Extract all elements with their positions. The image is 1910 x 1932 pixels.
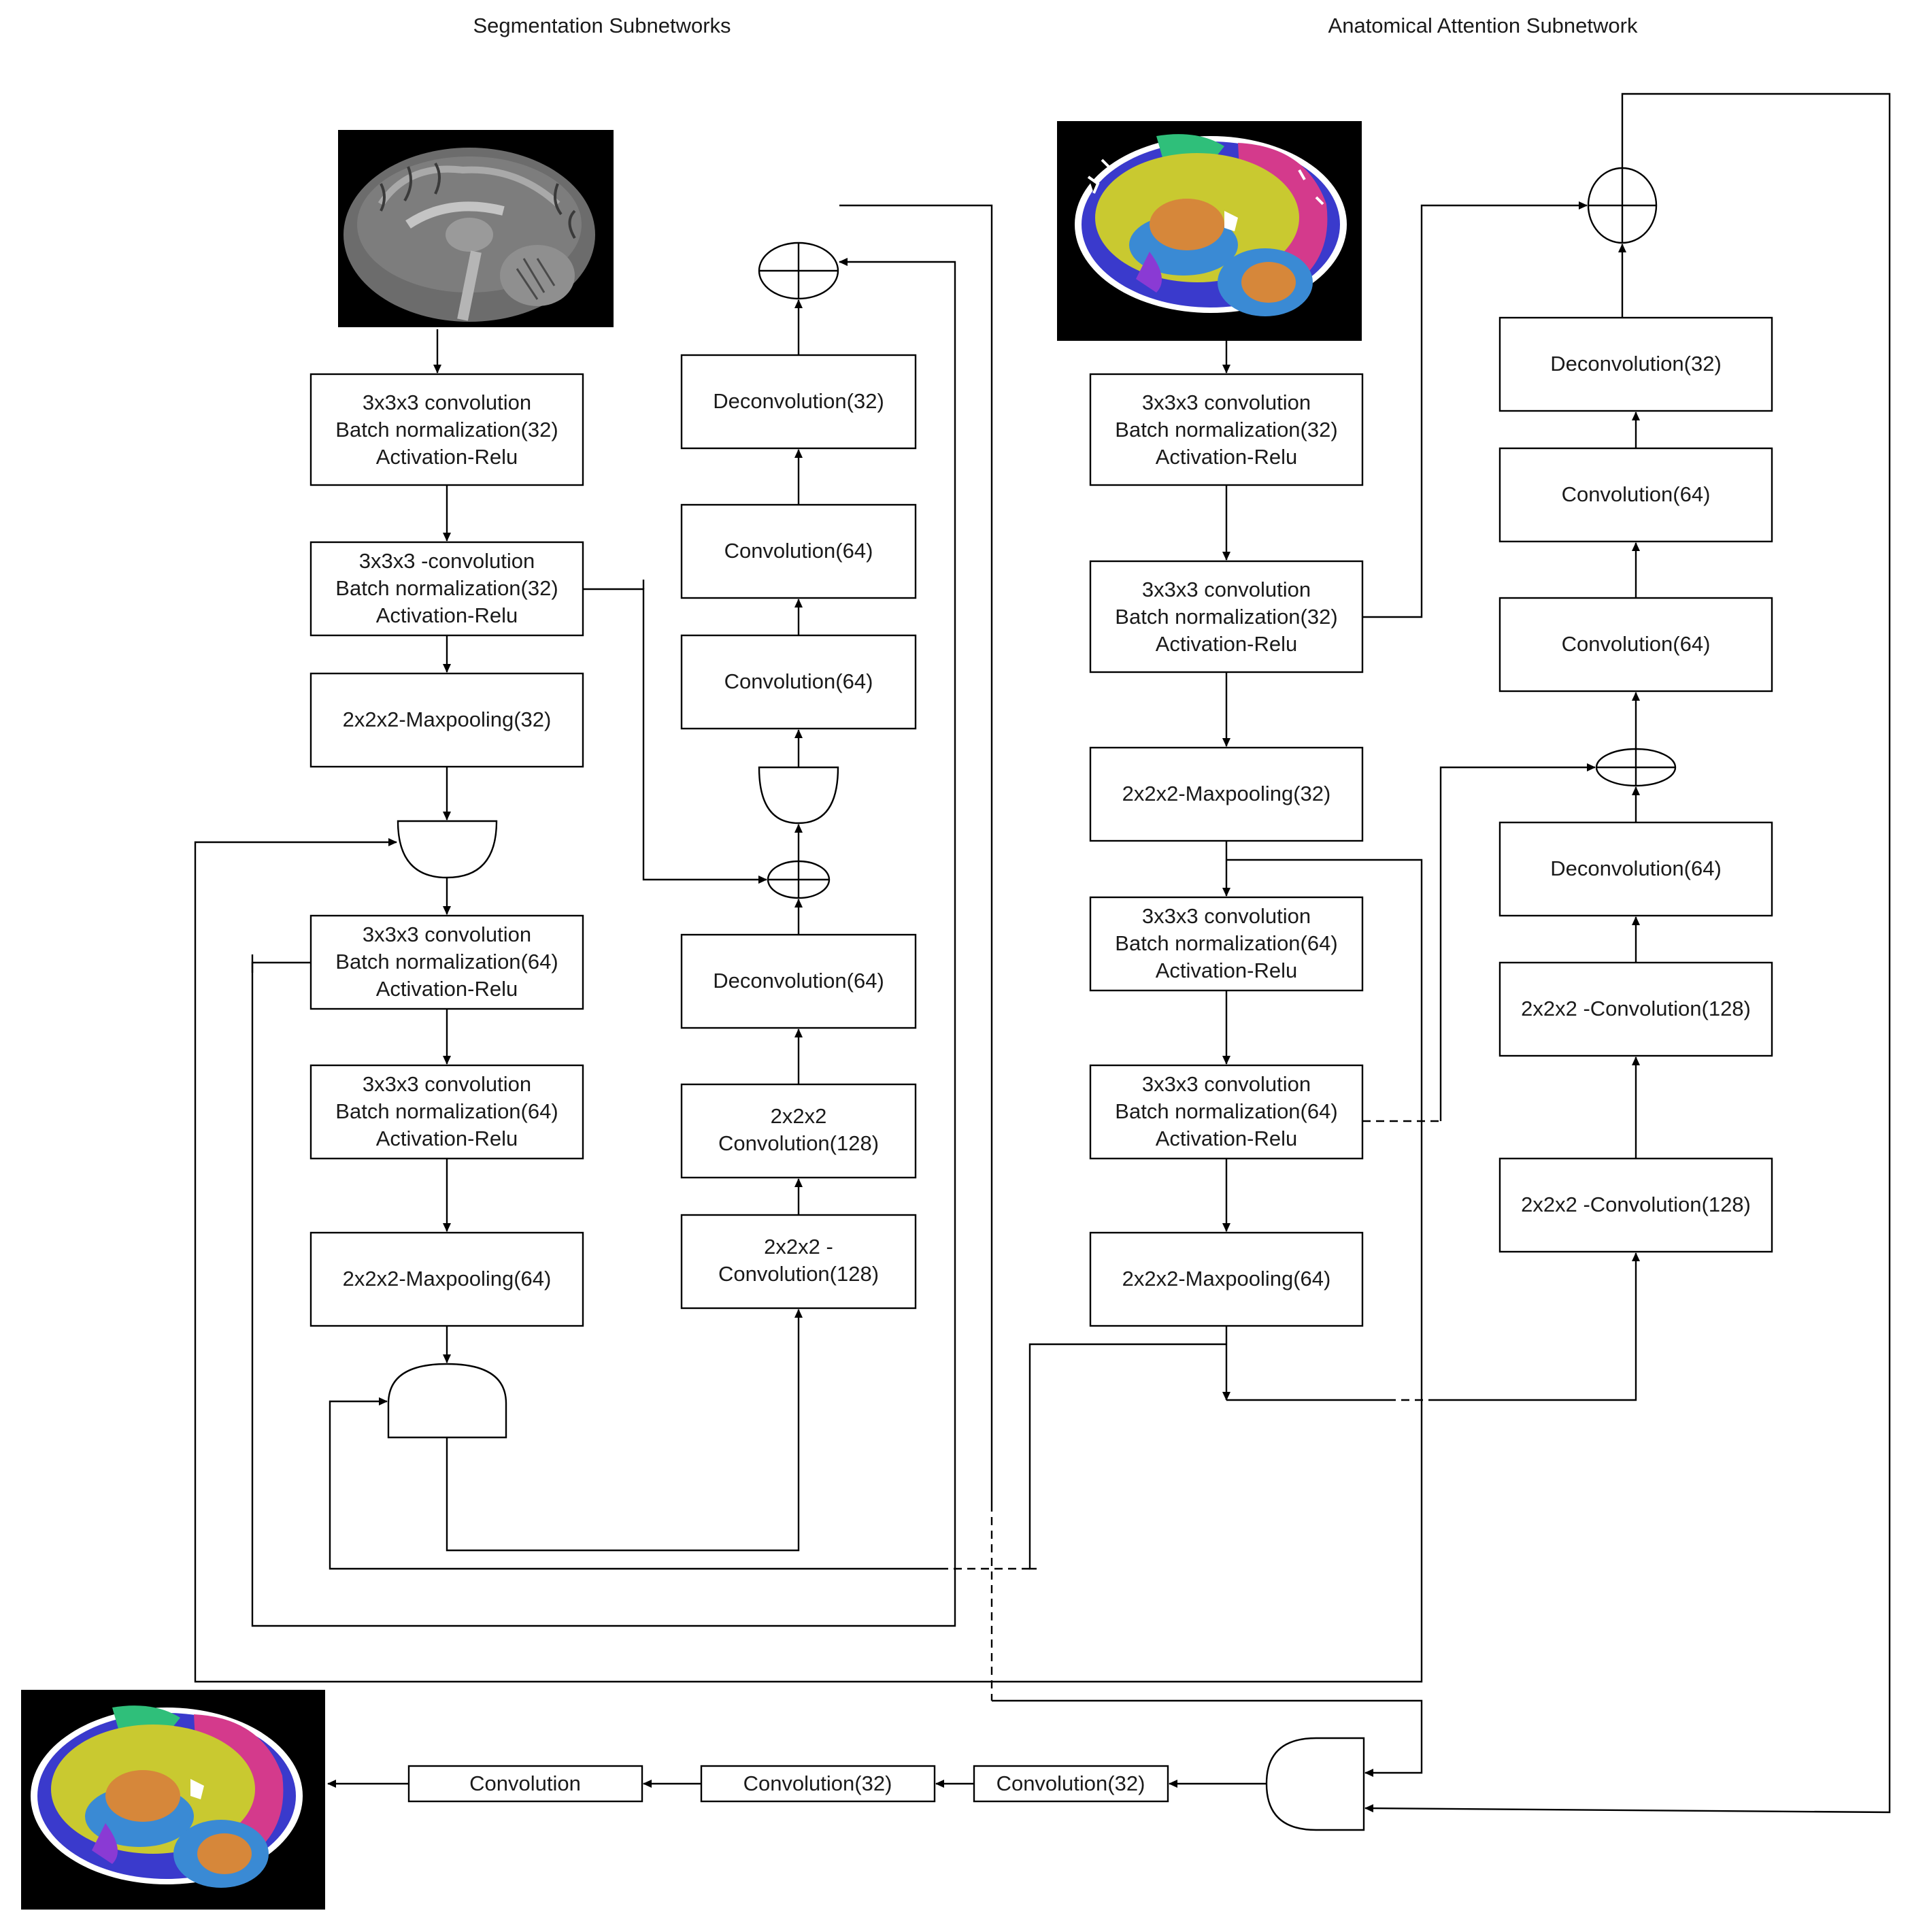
seg-gate-2	[387, 1363, 507, 1439]
svg-text:Convolution(64): Convolution(64)	[1562, 482, 1711, 506]
svg-text:Deconvolution(32): Deconvolution(32)	[1550, 352, 1722, 376]
svg-text:3x3x3 convolution: 3x3x3 convolution	[1142, 904, 1311, 928]
seg-pool2-box: 2x2x2-Maxpooling(64)	[309, 1231, 584, 1327]
svg-text:2x2x2 -Convolution(128): 2x2x2 -Convolution(128)	[1521, 997, 1751, 1020]
svg-text:Convolution: Convolution	[469, 1771, 581, 1795]
output-segmentation-image	[21, 1690, 325, 1910]
svg-text:Deconvolution(64): Deconvolution(64)	[1550, 856, 1722, 880]
svg-text:Activation-Relu: Activation-Relu	[376, 603, 518, 627]
svg-text:Batch normalization(64): Batch normalization(64)	[335, 1099, 558, 1123]
svg-text:3x3x3 convolution: 3x3x3 convolution	[363, 390, 531, 414]
svg-text:Activation-Relu: Activation-Relu	[1156, 632, 1297, 656]
svg-text:3x3x3 convolution: 3x3x3 convolution	[363, 1072, 531, 1096]
svg-text:Batch normalization(64): Batch normalization(64)	[1115, 931, 1337, 955]
mri-input-image	[338, 130, 614, 327]
seg-deconv32-box: Deconvolution(32)	[680, 354, 917, 450]
seg-enc1-box: 3x3x3 convolution Batch normalization(32…	[309, 373, 584, 486]
svg-text:2x2x2-Maxpooling(32): 2x2x2-Maxpooling(32)	[1122, 782, 1331, 805]
svg-text:Activation-Relu: Activation-Relu	[376, 1127, 518, 1150]
att-enc1-box: 3x3x3 convolution Batch normalization(32…	[1089, 373, 1364, 486]
svg-text:Activation-Relu: Activation-Relu	[1156, 445, 1297, 469]
svg-text:Convolution(64): Convolution(64)	[1562, 632, 1711, 656]
att-conv64a-box: Convolution(64)	[1498, 597, 1773, 693]
svg-text:3x3x3 convolution: 3x3x3 convolution	[1142, 578, 1311, 601]
svg-text:3x3x3 convolution: 3x3x3 convolution	[363, 922, 531, 946]
svg-text:Batch normalization(32): Batch normalization(32)	[335, 576, 558, 600]
out-conv-box: Convolution	[407, 1765, 643, 1803]
seg-gate-1	[397, 820, 498, 879]
att-deconv32-box: Deconvolution(32)	[1498, 316, 1773, 412]
svg-text:2x2x2 -Convolution(128): 2x2x2 -Convolution(128)	[1521, 1193, 1751, 1216]
att-conv128a-box: 2x2x2 -Convolution(128)	[1498, 1157, 1773, 1253]
out-conv32a-box: Convolution(32)	[973, 1765, 1169, 1803]
svg-text:2x2x2 -: 2x2x2 -	[764, 1235, 833, 1259]
seg-pool1-box: 2x2x2-Maxpooling(32)	[309, 672, 584, 768]
out-conv32b-box: Convolution(32)	[700, 1765, 936, 1803]
seg-conv64b-box: Convolution(64)	[680, 503, 917, 599]
svg-text:Convolution(32): Convolution(32)	[743, 1771, 892, 1795]
svg-text:Batch normalization(64): Batch normalization(64)	[1115, 1099, 1337, 1123]
svg-text:3x3x3 convolution: 3x3x3 convolution	[1142, 390, 1311, 414]
svg-text:Convolution(128): Convolution(128)	[718, 1131, 879, 1155]
svg-text:Batch normalization(32): Batch normalization(32)	[1115, 418, 1337, 442]
svg-text:Convolution(128): Convolution(128)	[718, 1262, 879, 1286]
seg-enc4-box: 3x3x3 convolution Batch normalization(64…	[309, 1064, 584, 1160]
att-conv128b-box: 2x2x2 -Convolution(128)	[1498, 961, 1773, 1057]
att-enc2-box: 3x3x3 convolution Batch normalization(32…	[1089, 560, 1364, 673]
attention-title: Anatomical Attention Subnetwork	[1328, 14, 1638, 37]
seg-deconv64-box: Deconvolution(64)	[680, 933, 917, 1029]
svg-text:2x2x2-Maxpooling(32): 2x2x2-Maxpooling(32)	[343, 707, 552, 731]
att-pool2-box: 2x2x2-Maxpooling(64)	[1089, 1231, 1364, 1327]
svg-text:Convolution(32): Convolution(32)	[996, 1771, 1145, 1795]
svg-text:Batch normalization(64): Batch normalization(64)	[335, 950, 558, 973]
final-gate	[1265, 1737, 1365, 1831]
svg-text:Convolution(64): Convolution(64)	[724, 539, 873, 563]
svg-text:Batch normalization(32): Batch normalization(32)	[1115, 605, 1337, 629]
svg-text:2x2x2-Maxpooling(64): 2x2x2-Maxpooling(64)	[343, 1267, 552, 1290]
att-pool1-box: 2x2x2-Maxpooling(32)	[1089, 746, 1364, 842]
svg-text:Deconvolution(32): Deconvolution(32)	[713, 389, 884, 413]
svg-text:3x3x3 -convolution: 3x3x3 -convolution	[359, 549, 535, 573]
svg-text:2x2x2: 2x2x2	[771, 1104, 827, 1128]
connectors	[194, 93, 1891, 1814]
seg-enc3-box: 3x3x3 convolution Batch normalization(64…	[309, 914, 584, 1010]
seg-conv64a-box: Convolution(64)	[680, 634, 917, 730]
atlas-segmentation-image	[1057, 121, 1362, 341]
svg-text:3x3x3 convolution: 3x3x3 convolution	[1142, 1072, 1311, 1096]
svg-text:2x2x2-Maxpooling(64): 2x2x2-Maxpooling(64)	[1122, 1267, 1331, 1290]
seg-conv128a-box: 2x2x2 - Convolution(128)	[680, 1214, 917, 1310]
seg-enc2-box: 3x3x3 -convolution Batch normalization(3…	[309, 541, 584, 637]
att-deconv64-box: Deconvolution(64)	[1498, 821, 1773, 917]
svg-text:Batch normalization(32): Batch normalization(32)	[335, 418, 558, 442]
att-enc3-box: 3x3x3 convolution Batch normalization(64…	[1089, 896, 1364, 992]
svg-text:Activation-Relu: Activation-Relu	[376, 445, 518, 469]
svg-text:Activation-Relu: Activation-Relu	[1156, 1127, 1297, 1150]
svg-text:Activation-Relu: Activation-Relu	[376, 977, 518, 1001]
att-conv64b-box: Convolution(64)	[1498, 447, 1773, 543]
svg-text:Convolution(64): Convolution(64)	[724, 669, 873, 693]
svg-text:Activation-Relu: Activation-Relu	[1156, 959, 1297, 982]
att-enc4-box: 3x3x3 convolution Batch normalization(64…	[1089, 1064, 1364, 1160]
segmentation-title: Segmentation Subnetworks	[473, 14, 731, 37]
seg-conv128b-box: 2x2x2 Convolution(128)	[680, 1083, 917, 1179]
seg-gate-3	[758, 766, 839, 825]
svg-text:Deconvolution(64): Deconvolution(64)	[713, 969, 884, 993]
